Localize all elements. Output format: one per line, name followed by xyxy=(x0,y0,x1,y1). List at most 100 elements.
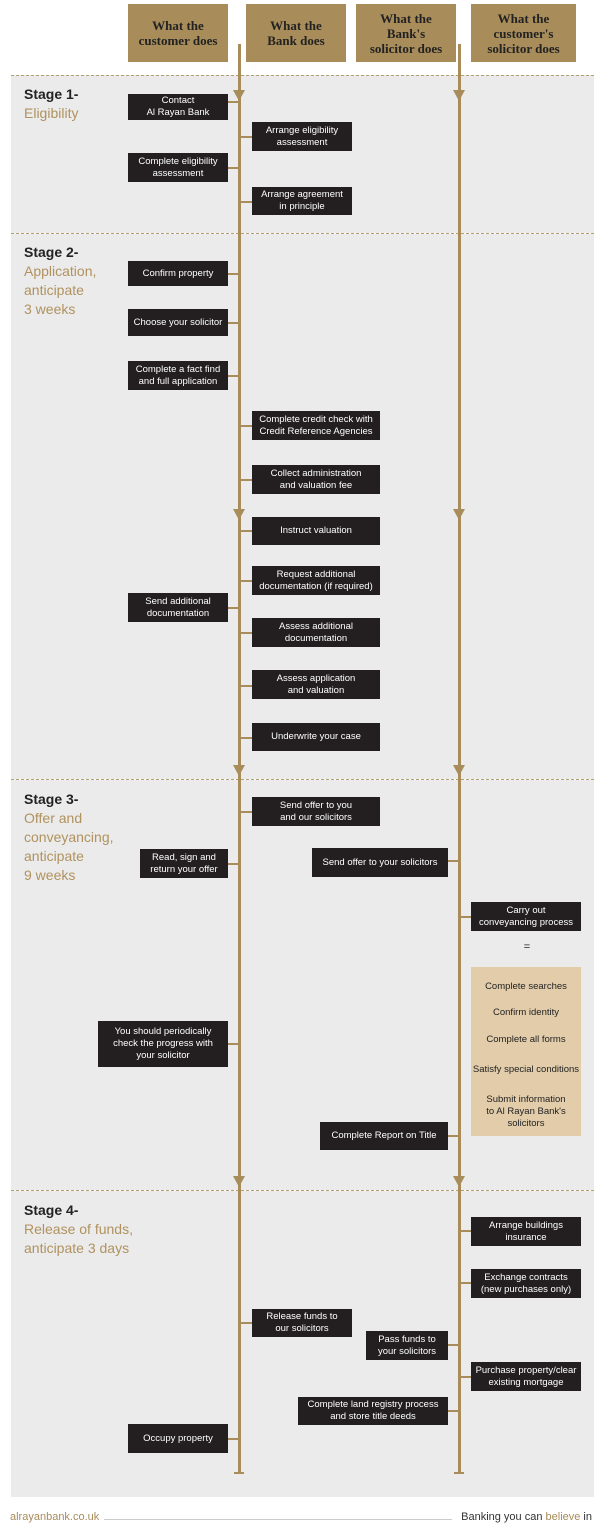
conveyancing-details xyxy=(471,967,581,1136)
separator xyxy=(11,75,594,76)
arrow-down-icon xyxy=(453,90,465,101)
header-bank: What the Bank does xyxy=(246,4,346,62)
connector xyxy=(448,1135,459,1137)
step-choose-solicitor: Choose your solicitor xyxy=(128,309,228,336)
connector xyxy=(228,375,239,377)
arrow-down-icon xyxy=(453,509,465,520)
tagline-text: in xyxy=(580,1511,592,1523)
connector xyxy=(460,1282,472,1284)
connector xyxy=(240,737,252,739)
connector xyxy=(448,860,459,862)
stage-description: Release of funds, anticipate 3 days xyxy=(24,1221,133,1256)
connector xyxy=(240,425,252,427)
step-check-progress: You should periodically check the progre… xyxy=(98,1021,228,1067)
step-contact-bank: Contact Al Rayan Bank xyxy=(128,94,228,120)
step-land-registry: Complete land registry process and store… xyxy=(298,1397,448,1425)
stage-4-title: Stage 4- Release of funds, anticipate 3 d… xyxy=(24,1201,133,1258)
footer-divider xyxy=(104,1519,452,1520)
step-pass-funds: Pass funds to your solicitors xyxy=(366,1331,448,1360)
arrow-down-icon xyxy=(233,90,245,101)
connector xyxy=(228,607,239,609)
step-conveyancing: Carry out conveyancing process xyxy=(471,902,581,931)
step-occupy-property: Occupy property xyxy=(128,1424,228,1453)
separator xyxy=(11,233,594,234)
step-assess-application: Assess application and valuation xyxy=(252,670,380,699)
equals-sign: = xyxy=(523,941,531,953)
step-confirm-property: Confirm property xyxy=(128,261,228,286)
connector xyxy=(228,863,239,865)
connector xyxy=(448,1344,459,1346)
timeline-end-cap xyxy=(454,1472,464,1474)
connector xyxy=(240,811,252,813)
tagline-text: Banking you can xyxy=(461,1511,546,1523)
connector xyxy=(240,201,252,203)
connector xyxy=(460,1376,472,1378)
header-customer: What the customer does xyxy=(128,4,228,62)
connector xyxy=(240,580,252,582)
step-arrange-eligibility: Arrange eligibility assessment xyxy=(252,122,352,151)
step-underwrite: Underwrite your case xyxy=(252,723,380,751)
stage-description: Offer and conveyancing, anticipate 9 wee… xyxy=(24,810,114,883)
connector xyxy=(228,273,239,275)
stage-2-title: Stage 2- Application, anticipate 3 weeks xyxy=(24,243,96,319)
bank-timeline xyxy=(238,44,241,1474)
stage-1-title: Stage 1- Eligibility xyxy=(24,85,78,123)
connector xyxy=(460,916,472,918)
step-collect-fee: Collect administration and valuation fee xyxy=(252,465,380,494)
step-send-offer-solicitors: Send offer to your solicitors xyxy=(312,848,448,877)
timeline-end-cap xyxy=(234,1472,244,1474)
step-request-documentation: Request additional documentation (if req… xyxy=(252,566,380,595)
arrow-down-icon xyxy=(453,765,465,776)
stage-number: Stage 1- xyxy=(24,86,79,102)
connector xyxy=(460,1230,472,1232)
arrow-down-icon xyxy=(453,1176,465,1187)
step-exchange-contracts: Exchange contracts (new purchases only) xyxy=(471,1269,581,1298)
conveyancing-item: Complete all forms xyxy=(486,1034,566,1045)
step-instruct-valuation: Instruct valuation xyxy=(252,517,380,545)
conveyancing-item: Complete searches xyxy=(485,981,567,992)
separator xyxy=(11,1190,594,1191)
step-agreement-in-principle: Arrange agreement in principle xyxy=(252,187,352,215)
stage-number: Stage 4- xyxy=(24,1202,79,1218)
connector xyxy=(228,322,239,324)
arrow-down-icon xyxy=(233,509,245,520)
step-buildings-insurance: Arrange buildings insurance xyxy=(471,1217,581,1246)
step-report-on-title: Complete Report on Title xyxy=(320,1122,448,1150)
step-fact-find: Complete a fact find and full applicatio… xyxy=(128,361,228,390)
conveyancing-item: Submit information to Al Rayan Bank's so… xyxy=(486,1094,566,1129)
conveyancing-item: Confirm identity xyxy=(493,1007,559,1018)
step-read-sign-offer: Read, sign and return your offer xyxy=(140,849,228,878)
step-send-offer: Send offer to you and our solicitors xyxy=(252,797,380,826)
connector xyxy=(240,1322,252,1324)
arrow-down-icon xyxy=(233,765,245,776)
stage-number: Stage 3- xyxy=(24,791,79,807)
step-complete-eligibility: Complete eligibility assessment xyxy=(128,153,228,182)
tagline-highlight: believe xyxy=(545,1511,581,1523)
step-send-documentation: Send additional documentation xyxy=(128,593,228,622)
stage-description: Application, anticipate 3 weeks xyxy=(24,263,97,317)
stage-description: Eligibility xyxy=(24,105,79,121)
step-purchase-property: Purchase property/clear existing mortgag… xyxy=(471,1362,581,1391)
connector xyxy=(240,479,252,481)
separator xyxy=(11,779,594,780)
connector xyxy=(228,167,239,169)
stage-3-title: Stage 3- Offer and conveyancing, anticipa… xyxy=(24,790,114,885)
header-customer-solicitor: What the customer's solicitor does xyxy=(471,4,576,62)
conveyancing-item: Satisfy special conditions xyxy=(472,1064,580,1075)
connector xyxy=(228,1043,239,1045)
connector xyxy=(240,136,252,138)
step-release-funds: Release funds to our solicitors xyxy=(252,1309,352,1337)
solicitor-timeline xyxy=(458,44,461,1474)
connector xyxy=(228,101,239,103)
header-bank-solicitor: What the Bank's solicitor does xyxy=(356,4,456,62)
step-assess-documentation: Assess additional documentation xyxy=(252,618,380,647)
footer-tagline: Banking you can believe in xyxy=(461,1511,592,1523)
stage-number: Stage 2- xyxy=(24,244,79,260)
connector xyxy=(448,1410,459,1412)
arrow-down-icon xyxy=(233,1176,245,1187)
step-credit-check: Complete credit check with Credit Refere… xyxy=(252,411,380,440)
connector xyxy=(240,685,252,687)
connector xyxy=(228,1438,239,1440)
connector xyxy=(240,530,252,532)
connector xyxy=(240,632,252,634)
